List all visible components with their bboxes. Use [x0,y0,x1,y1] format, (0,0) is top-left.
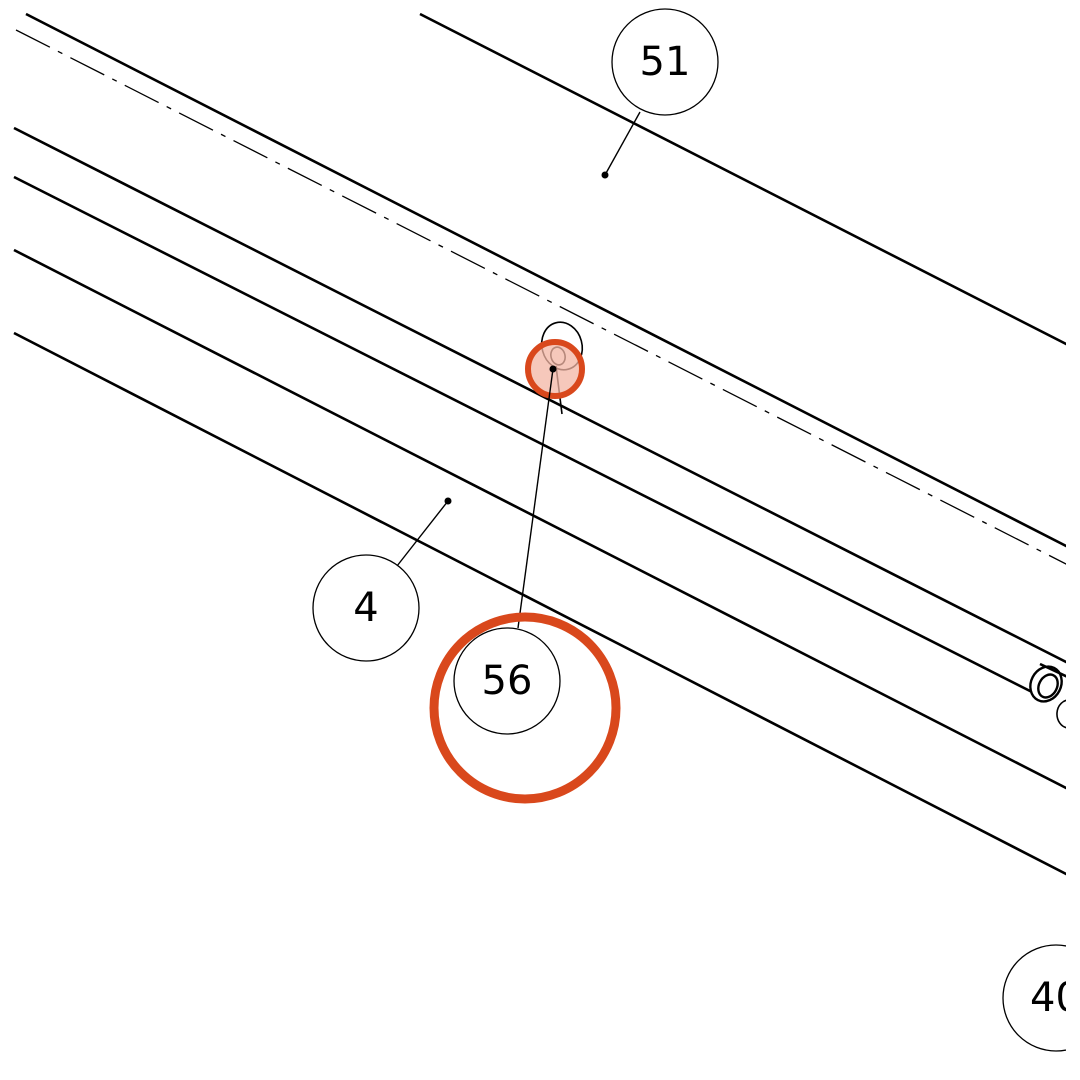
part-51-edge-top [419,12,1066,346]
leader-51 [604,111,641,176]
balloon-56-label: 56 [482,658,533,704]
balloon-40-label: 40 [1030,975,1080,1021]
balloon-51: 51 [611,8,719,116]
leader-4 [396,500,449,567]
leader-56-dot [549,365,557,373]
balloon-56: 56 [453,627,561,735]
balloon-4: 4 [312,554,420,662]
balloon-40: 40 [1002,944,1080,1052]
leader-51-dot [601,171,609,179]
leader-56 [517,368,554,629]
leader-4-dot [444,497,452,505]
balloon-56-highlight [429,612,621,804]
tube-end [1029,662,1066,703]
rail-center-line [15,29,1066,565]
part-4-edge-bottom [13,331,1066,876]
part-4-edge-top [13,248,1066,790]
rail-edge-1 [25,12,1066,548]
balloon-4-label: 4 [353,585,378,631]
rail-edge-3 [13,175,1033,694]
partial-arc-right [1056,699,1066,729]
balloon-51-label: 51 [640,39,691,85]
